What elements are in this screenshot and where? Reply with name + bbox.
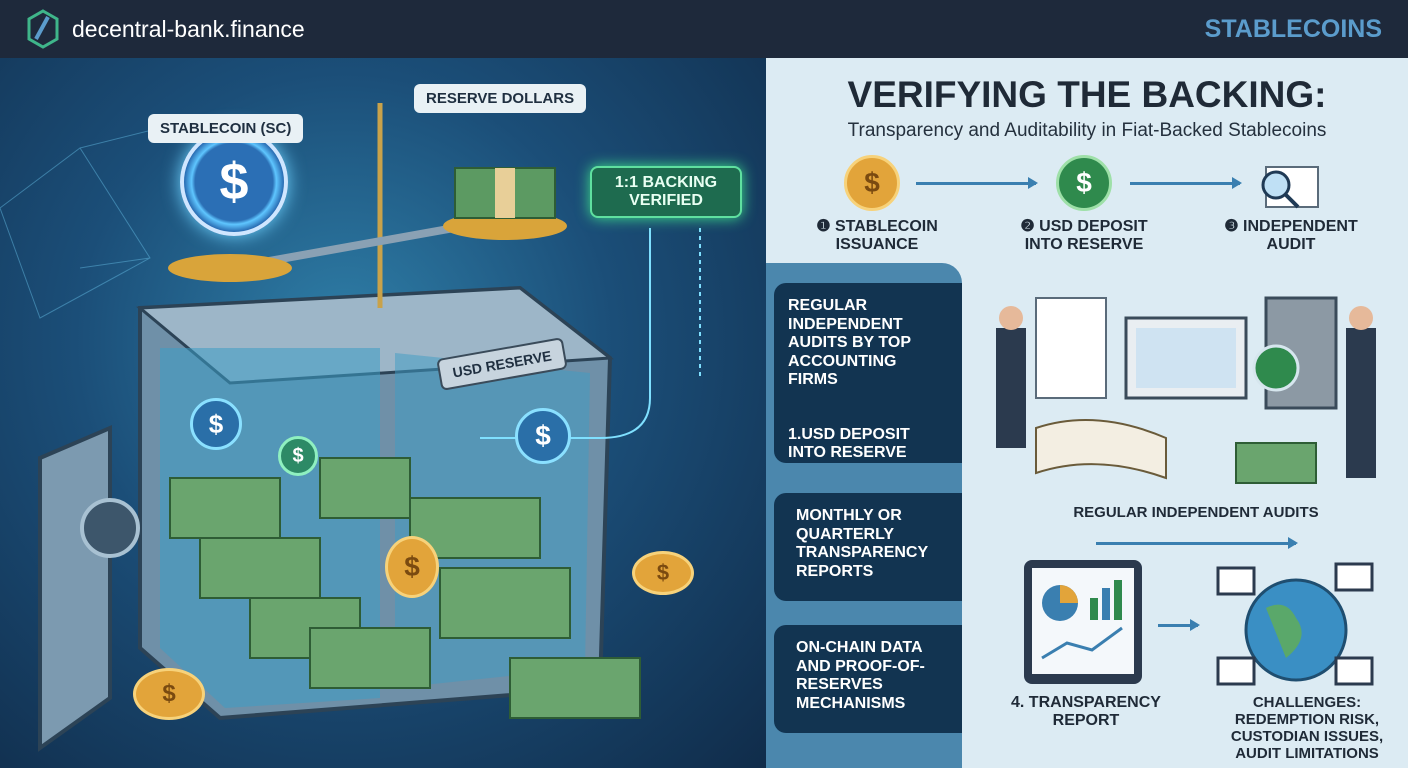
reserve-dollars-label: RESERVE DOLLARS [414,84,587,113]
step-3: ❸ INDEPENDENT AUDIT [1224,218,1358,253]
network-lines [0,103,701,752]
vault-illustration: $ $ $ $ $ $ $ STABLECOIN (SC) RESERVE DO… [0,58,766,768]
logo-icon [27,9,59,49]
stablecoin-icon: $ [180,128,288,236]
card-text: REGULAR INDEPENDENT AUDITS BY TOP ACCOUN… [788,297,911,388]
report-tablet-icon [1024,560,1142,684]
card-proof-of-reserves[interactable]: ON-CHAIN DATA AND PROOF-OF-RESERVES MECH… [774,625,962,733]
stablecoin-label: STABLECOIN (SC) [148,114,304,143]
card-text: MONTHLY OR QUARTERLY TRANSPARENCY REPORT… [796,507,928,580]
page-title: VERIFYING THE BACKING: [847,74,1327,115]
header: decentral-bank.finance STABLECOINS [0,0,1408,58]
brand[interactable]: decentral-bank.finance [26,9,305,49]
card-text: ON-CHAIN DATA AND PROOF-OF-RESERVES MECH… [796,639,925,712]
page-subtitle: Transparency and Auditability in Fiat-Ba… [847,120,1327,141]
flow-arrow [916,177,1038,189]
gold-coin-icon: $ [844,155,900,211]
gold-coin-icon: $ [632,551,694,595]
vault-door [38,424,112,752]
flow-arrow [1130,177,1242,189]
card-reports[interactable]: MONTHLY OR QUARTERLY TRANSPARENCY REPORT… [774,493,962,601]
dollar-coin-icon: $ [190,398,242,450]
green-coin-icon: $ [1056,155,1112,211]
report-caption: 4. TRANSPARENCY REPORT [1011,694,1161,729]
gold-coin-icon: $ [133,668,205,720]
globe-network-icon [1216,562,1374,686]
step-1: ❶ STABLECOIN ISSUANCE [816,218,938,253]
flow-arrow [1096,537,1298,549]
audit-caption: REGULAR INDEPENDENT AUDITS [1073,504,1319,521]
content-panel: VERIFYING THE BACKING: Transparency and … [766,58,1408,768]
card-audits[interactable]: REGULAR INDEPENDENT AUDITS BY TOP ACCOUN… [774,283,962,463]
audit-illustration [996,296,1376,484]
brand-name: decentral-bank.finance [72,15,305,42]
magnifier-document-icon [1261,166,1319,209]
gold-coin-icon: $ [385,536,439,598]
step-2: ❷ USD DEPOSIT INTO RESERVE [1020,218,1148,253]
flow-arrow [1158,619,1200,631]
challenges-caption: CHALLENGES: REDEMPTION RISK, CUSTODIAN I… [1230,694,1384,762]
dollar-coin-icon: $ [278,436,318,476]
card-text: 1.USD DEPOSIT INTO RESERVE [788,425,910,462]
backing-verified-badge: 1:1 BACKING VERIFIED [590,166,742,218]
category-label[interactable]: STABLECOINS [1204,14,1382,43]
sidebar: REGULAR INDEPENDENT AUDITS BY TOP ACCOUN… [766,263,962,768]
dollar-coin-icon: $ [515,408,571,464]
